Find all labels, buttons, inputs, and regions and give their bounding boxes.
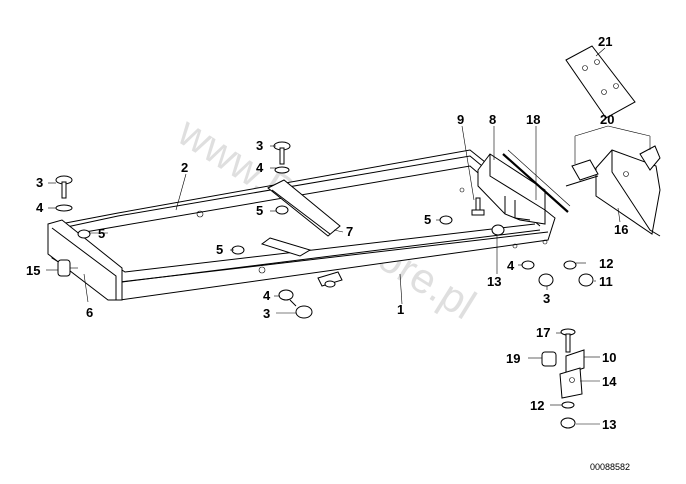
callout-12-right: 12 xyxy=(599,256,613,271)
callout-1: 1 xyxy=(397,302,404,317)
callout-20: 20 xyxy=(600,112,614,127)
leader-lines xyxy=(46,47,651,425)
callout-4-top: 4 xyxy=(256,160,264,175)
callout-10: 10 xyxy=(602,350,616,365)
callout-16: 16 xyxy=(614,222,628,237)
callout-5-left: 5 xyxy=(98,226,105,241)
callout-5-top: 5 xyxy=(256,203,263,218)
callout-13-right: 13 xyxy=(487,274,501,289)
callout-4-right: 4 xyxy=(507,258,515,273)
callout-3-mid: 3 xyxy=(263,306,270,321)
callout-21: 21 xyxy=(598,34,612,49)
reference-number: 00088582 xyxy=(590,462,630,472)
knob-15 xyxy=(57,259,78,277)
callout-3-left: 3 xyxy=(36,175,43,190)
bolt-top xyxy=(273,141,291,215)
callout-12-bottom: 12 xyxy=(530,398,544,413)
callout-15: 15 xyxy=(26,263,40,278)
gasket-strip xyxy=(502,153,569,213)
small-parts-group xyxy=(541,328,585,429)
callout-9: 9 xyxy=(457,112,464,127)
callout-2: 2 xyxy=(181,160,188,175)
holder-bracket-16 xyxy=(565,145,661,237)
callout-13-bottom: 13 xyxy=(602,417,616,432)
callout-5-right: 5 xyxy=(424,212,431,227)
bolt-mid xyxy=(278,289,313,319)
bolt-left xyxy=(55,175,91,239)
callout-3-top: 3 xyxy=(256,138,263,153)
callout-19: 19 xyxy=(506,351,520,366)
callout-18: 18 xyxy=(526,112,540,127)
callout-5-mid: 5 xyxy=(216,242,223,257)
callout-6: 6 xyxy=(86,305,93,320)
callout-11: 11 xyxy=(599,274,613,289)
plate-21 xyxy=(565,45,636,119)
frame-assembly xyxy=(47,149,556,301)
callout-7: 7 xyxy=(346,224,353,239)
callout-8: 8 xyxy=(489,112,496,127)
callout-numbers: 21 20 18 9 8 16 3 4 5 2 3 4 5 15 6 5 4 3… xyxy=(26,34,628,432)
callout-17: 17 xyxy=(536,325,550,340)
callout-3-right: 3 xyxy=(543,291,550,306)
callout-14: 14 xyxy=(602,374,617,389)
callout-4-mid: 4 xyxy=(263,288,271,303)
callout-4-left: 4 xyxy=(36,200,44,215)
bolt-9 xyxy=(471,197,485,216)
